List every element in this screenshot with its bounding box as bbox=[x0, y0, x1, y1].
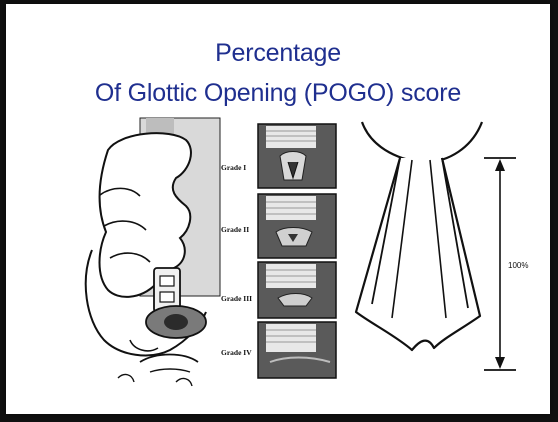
glottis-grade-panels: Grade I Grade II G bbox=[221, 124, 336, 378]
grade-panel-2 bbox=[258, 194, 336, 258]
grade-label-4: Grade IV bbox=[221, 348, 252, 357]
grade-panel-3 bbox=[258, 262, 336, 318]
grade-label-1: Grade I bbox=[221, 163, 246, 172]
grade-label-3: Grade III bbox=[221, 294, 252, 303]
glottic-opening-diagram: 100% bbox=[356, 122, 528, 370]
measurement-label: 100% bbox=[508, 261, 528, 270]
laryngoscopy-hand-illustration bbox=[86, 118, 220, 386]
grade-panel-1 bbox=[258, 124, 336, 188]
grade-label-2: Grade II bbox=[221, 225, 249, 234]
grade-panel-4 bbox=[258, 322, 336, 378]
